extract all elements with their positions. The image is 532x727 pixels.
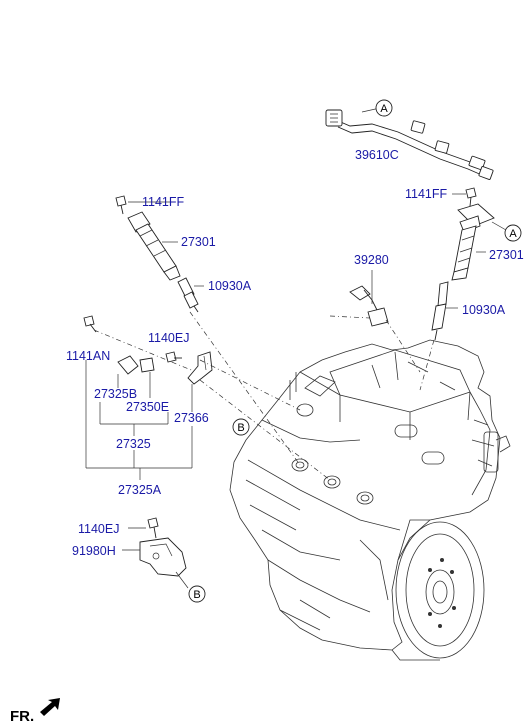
callout-a-right: A: [491, 221, 522, 242]
callout-b-bottom: B: [188, 585, 206, 603]
sensor-39280: [329, 270, 421, 373]
label-1141ff-right: 1141FF: [405, 187, 448, 201]
label-27366: 27366: [174, 411, 209, 425]
svg-text:A: A: [509, 228, 517, 240]
label-27301-right: 27301: [489, 248, 524, 262]
svg-text:B: B: [237, 422, 244, 434]
svg-text:A: A: [380, 103, 388, 115]
label-1140ej-top: 1140EJ: [148, 331, 189, 345]
label-27325: 27325: [116, 437, 151, 451]
label-27325a: 27325A: [118, 483, 162, 497]
label-27301-left: 27301: [181, 235, 216, 249]
label-91980h: 91980H: [72, 544, 116, 558]
front-direction-indicator: FR.: [10, 698, 60, 725]
svg-text:FR.: FR.: [10, 708, 34, 725]
sensor-group-27325: [83, 315, 331, 481]
label-39280: 39280: [354, 253, 389, 267]
label-10930a-right: 10930A: [462, 303, 506, 317]
label-1141ff-left: 1141FF: [142, 195, 185, 209]
callout-b-engine: B: [232, 418, 250, 436]
left-coil-assembly: [115, 195, 301, 466]
front-arrow-icon: [40, 698, 60, 716]
callout-a-top: A: [375, 99, 393, 117]
right-coil-assembly: [419, 187, 495, 391]
engine-block: [229, 339, 511, 661]
wiring-harness-39610c: [325, 107, 494, 180]
label-39610c: 39610C: [355, 148, 399, 162]
label-27350e: 27350E: [126, 400, 169, 414]
svg-text:B: B: [193, 589, 200, 601]
label-10930a-left: 10930A: [208, 279, 252, 293]
bracket-91980h: [122, 517, 189, 589]
label-27325b: 27325B: [94, 387, 137, 401]
label-1140ej-bottom: 1140EJ: [78, 522, 119, 536]
label-1141an: 1141AN: [66, 349, 110, 363]
